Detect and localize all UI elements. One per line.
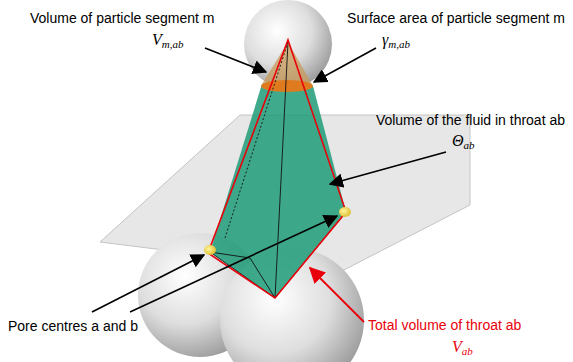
leader-arrow xyxy=(310,268,364,322)
callout-text: Surface area of particle segment m xyxy=(347,10,565,27)
symbol-label: γm,ab xyxy=(382,31,410,48)
edge-line xyxy=(275,42,288,298)
leader-arrow xyxy=(205,48,266,72)
callout-text: Volume of particle segment m xyxy=(30,10,214,27)
callout-text: Volume of the fluid in throat ab xyxy=(376,112,565,129)
symbol-label: Vab xyxy=(452,338,473,355)
edge-line xyxy=(225,42,288,238)
pore-centre xyxy=(204,245,216,255)
edge-line xyxy=(250,258,275,298)
callout-text: Total volume of throat ab xyxy=(368,317,521,334)
symbol-label: Θab xyxy=(452,132,475,149)
tetrahedron-edges xyxy=(210,42,346,298)
callout-text: Pore centres a and b xyxy=(8,318,138,335)
edge-line xyxy=(210,252,250,258)
throat-outline xyxy=(208,40,346,298)
leader-arrow xyxy=(314,48,376,82)
leader-arrow xyxy=(130,216,337,312)
leader-arrows xyxy=(92,48,446,312)
leader-arrow xyxy=(330,152,446,184)
symbol-label: Vm,ab xyxy=(152,31,183,48)
pore-centre xyxy=(339,207,351,217)
